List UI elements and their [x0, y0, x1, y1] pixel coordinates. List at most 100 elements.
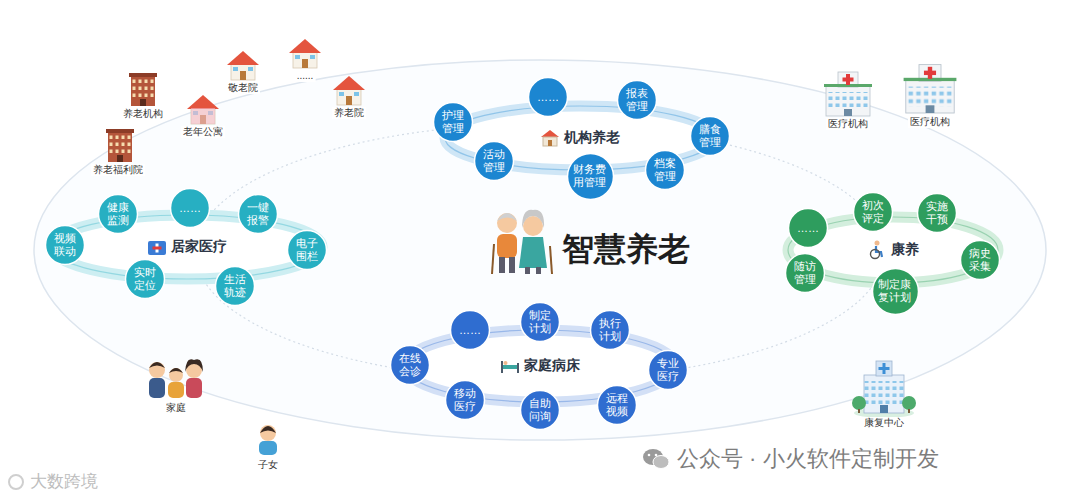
hospital-icon	[824, 72, 872, 116]
feature-circle-shape	[618, 81, 657, 120]
feature-circle: 制定康复计划	[871, 267, 920, 316]
elderly-couple-icon	[499, 257, 505, 273]
feature-label: 自助问询	[528, 397, 552, 422]
feature-label: 执行计划	[598, 317, 622, 342]
rehab-center-icon	[876, 361, 892, 376]
ring-icon	[541, 130, 559, 137]
feature-label: 初次评定	[861, 199, 885, 224]
rehab-center-icon	[852, 396, 866, 410]
ring-icon	[500, 356, 520, 376]
wechat-icon	[648, 454, 651, 457]
feature-text-wrap: 电子围栏	[295, 237, 319, 262]
child-icon	[259, 425, 277, 455]
feature-text-wrap: 执行计划	[598, 317, 622, 342]
ring-label: 居家医疗	[147, 237, 227, 257]
feature-circle: 自助问询	[519, 389, 561, 431]
rehab-center-icon	[852, 361, 916, 418]
ring-icon	[153, 247, 162, 250]
feature-circle: ……	[787, 207, 829, 249]
feature-circle-shape	[126, 260, 165, 299]
feature-circle-shape	[529, 78, 568, 117]
family-icon	[149, 362, 165, 368]
place-label: 养老福利院	[91, 164, 145, 176]
feature-text-wrap: 自助问询	[528, 397, 552, 422]
feature-text-wrap: 财务费用管理	[573, 163, 608, 188]
hospital-icon	[904, 65, 957, 113]
feature-circle-shape	[239, 195, 278, 234]
ring-group: 康养初次评定实施干预病史采集制定康复计划随访管理……	[770, 185, 1020, 315]
feature-label: 实施干预	[925, 200, 949, 225]
feature-label: 病史采集	[968, 247, 992, 272]
feature-label: 膳食管理	[698, 123, 722, 148]
feature-circle: 初次评定	[852, 191, 894, 233]
place-label: 养老机构	[121, 108, 165, 120]
feature-text-wrap: 初次评定	[861, 199, 885, 224]
place-label: 老年公寓	[181, 126, 225, 138]
ring-label: 机构养老	[540, 128, 620, 148]
feature-text-wrap: 实施干预	[925, 200, 949, 225]
house-icon	[289, 39, 321, 68]
family-icon	[149, 362, 165, 378]
feature-label: 电子围栏	[295, 237, 319, 262]
ring-title: 家庭病床	[524, 357, 580, 375]
feature-label: 护理管理	[441, 109, 465, 134]
ring-group: 家庭病床……制定计划执行计划专业医疗远程视频自助问询移动医疗在线会诊	[380, 300, 705, 435]
ring-icon	[148, 241, 166, 255]
feature-circle: 报表管理	[616, 79, 658, 121]
feature-text-wrap: 健康监测	[106, 201, 130, 226]
ring-icon	[867, 240, 887, 260]
feature-circle: ……	[527, 76, 569, 118]
place-label: 医疗机构	[826, 118, 870, 130]
feature-text-wrap: ……	[797, 222, 819, 235]
ring-icon	[548, 140, 552, 146]
feature-text-wrap: ……	[179, 202, 201, 215]
feature-circle: 财务费用管理	[566, 152, 615, 201]
feature-circle: 实时定位	[124, 258, 166, 300]
welfare-building	[106, 129, 134, 162]
feature-text-wrap: ……	[459, 324, 481, 337]
family-icon	[149, 378, 165, 398]
feature-label: 制定计划	[528, 309, 552, 334]
feature-label: 健康监测	[106, 201, 130, 226]
place-label: 敬老院	[226, 82, 260, 94]
place-label: 医疗机构	[908, 116, 952, 128]
rehab-center-icon	[908, 409, 910, 413]
feature-text-wrap: 远程视频	[605, 392, 629, 417]
child-icon	[260, 426, 276, 433]
feature-label: 制定康复计划	[878, 278, 913, 303]
apartment-house	[187, 95, 219, 124]
feature-circle-shape	[521, 303, 560, 342]
elderly-couple-icon	[492, 210, 552, 274]
feature-circle: 生活轨迹	[214, 265, 256, 307]
apartment-house	[187, 95, 219, 124]
feature-label: ……	[459, 324, 481, 337]
watermark-logo	[9, 475, 23, 489]
ring-title: 居家医疗	[171, 238, 227, 256]
ring-icon	[501, 365, 519, 369]
diagram-title: 智慧养老	[562, 228, 690, 272]
feature-label: ……	[537, 91, 559, 104]
feature-text-wrap: 生活轨迹	[223, 273, 247, 298]
feature-label: 实时定位	[133, 266, 157, 291]
ring-label: 康养	[867, 240, 919, 260]
hospital-icon	[904, 65, 957, 113]
feature-circle-shape	[961, 241, 1000, 280]
nursing-house	[227, 51, 259, 80]
elderly-couple-icon	[550, 246, 552, 274]
feature-circle-shape	[288, 231, 327, 270]
feature-label: 财务费用管理	[573, 163, 608, 188]
feature-circle-shape	[216, 267, 255, 306]
family-icon	[169, 368, 183, 373]
feature-circle: 一键报警	[237, 193, 279, 235]
feature-label: 活动管理	[482, 148, 506, 173]
elderly-couple-icon	[522, 210, 544, 228]
rehab-center-icon	[864, 375, 904, 413]
rehab-center-icon	[864, 381, 904, 405]
feature-circle: 电子围栏	[286, 229, 328, 271]
elderly-couple-icon	[525, 267, 530, 274]
nursing-home-house	[333, 76, 365, 105]
feature-circle-shape	[391, 346, 430, 385]
feature-circle-shape	[646, 151, 685, 190]
feature-text-wrap: 档案管理	[653, 157, 677, 182]
family-icon	[168, 382, 184, 398]
